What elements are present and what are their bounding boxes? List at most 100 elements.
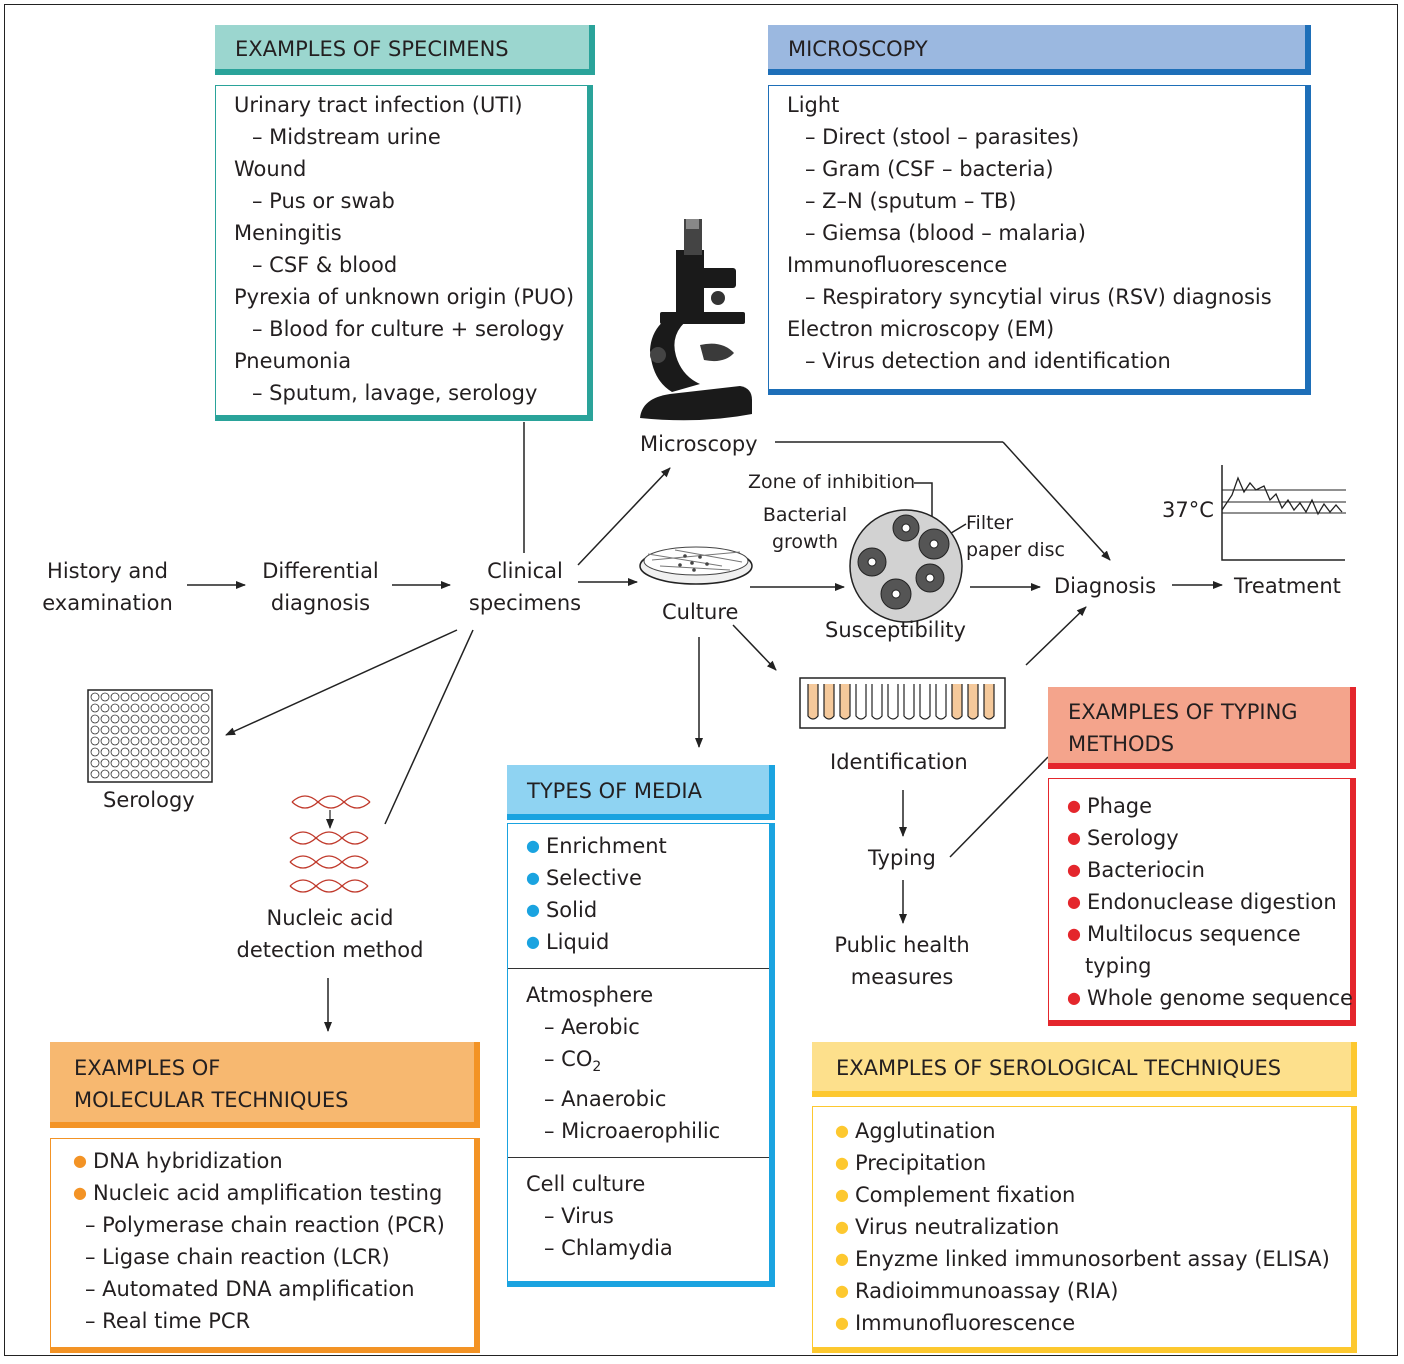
bullet-dot: ● (526, 868, 540, 887)
specimen-item: – CSF & blood (252, 253, 398, 277)
microscopy-item: – Direct (stool – parasites) (805, 125, 1080, 149)
microscopy-item: Immunofluorescence (787, 253, 1008, 277)
plate-well (200, 714, 210, 724)
plate-well (160, 725, 170, 735)
plate-well (170, 703, 180, 713)
susceptibility-plate-icon (849, 509, 963, 623)
media-bullet-item: ● Enrichment (526, 830, 751, 862)
serological-item-text: Agglutination (854, 1119, 996, 1143)
bullet-dot: ● (526, 836, 540, 855)
arrow-microscopy-to-diagnosis (1002, 441, 1111, 561)
plate-well (160, 703, 170, 713)
plate-well (190, 725, 200, 735)
plate-well (150, 714, 160, 724)
microscopy-item: – Giemsa (blood – malaria) (805, 221, 1086, 245)
plate-well (180, 692, 190, 702)
media-co2-text: – CO (544, 1047, 593, 1071)
molecular-header-line1: EXAMPLES OF (74, 1056, 221, 1080)
media-atmosphere-item: – Anaerobic (544, 1087, 667, 1112)
plate-well (130, 703, 140, 713)
line-typing-to-typing-methods (949, 756, 1049, 858)
typing-item: ●Endonuclease digestion (1067, 886, 1350, 918)
plate-well (200, 736, 210, 746)
plate-well (150, 703, 160, 713)
plate-well (130, 747, 140, 757)
label-filter-paper-disc: Filter paper disc (966, 510, 1065, 564)
plate-well (150, 692, 160, 702)
node-clinical-specimens: Clinical specimens (455, 555, 595, 619)
plate-well (120, 692, 130, 702)
plate-well (170, 736, 180, 746)
serological-item: ●Immunofluorescence (835, 1307, 1351, 1339)
serological-item-text: Precipitation (854, 1151, 987, 1175)
plate-well (150, 747, 160, 757)
plate-well (150, 736, 160, 746)
microscopy-item: Electron microscopy (EM) (787, 317, 1055, 341)
media-bullet-item-text: Enrichment (545, 834, 667, 858)
typing-item-text: Whole genome sequence (1086, 986, 1353, 1010)
plate-well (160, 736, 170, 746)
plate-well (160, 714, 170, 724)
bullet-dot: ● (526, 932, 540, 951)
plate-well (170, 747, 180, 757)
specimen-item: Meningitis (234, 221, 342, 245)
plate-well (200, 769, 210, 779)
plate-well (140, 769, 150, 779)
test-tube (807, 684, 819, 720)
serological-item: ●Enyzme linked immunosorbent assay (ELIS… (835, 1243, 1351, 1275)
plate-well (150, 769, 160, 779)
typing-list: ●Phage●Serology●Bacteriocin●Endonuclease… (1067, 790, 1353, 1014)
node-culture: Culture (662, 600, 739, 624)
bullet-dot: ● (1067, 828, 1081, 847)
label-filter-line1: Filter (966, 512, 1014, 534)
dna-helix-icon (289, 795, 371, 893)
plate-well (110, 736, 120, 746)
plate-well (170, 692, 180, 702)
typing-item: ●Bacteriocin (1067, 854, 1350, 886)
plate-well (140, 758, 150, 768)
arrow-culture-to-identification (732, 624, 777, 671)
plate-well (170, 714, 180, 724)
label-bacterial-line2: growth (771, 531, 839, 553)
serological-list: ●Agglutination●Precipitation●Complement … (835, 1115, 1351, 1339)
node-differential-line1: Differential (262, 559, 379, 583)
plate-well (200, 747, 210, 757)
node-microscopy: Microscopy (640, 432, 758, 456)
bullet-dot: ● (73, 1183, 87, 1202)
plate-well (100, 714, 110, 724)
test-tube (903, 684, 915, 720)
bullet-dot: ● (835, 1217, 849, 1236)
plate-well (120, 725, 130, 735)
plate-well (200, 692, 210, 702)
plate-well (100, 692, 110, 702)
plate-well (170, 758, 180, 768)
bullet-dot: ● (526, 900, 540, 919)
diagram-frame (4, 4, 1398, 1356)
plate-well (90, 714, 100, 724)
molecular-header-line2: MOLECULAR TECHNIQUES (74, 1088, 349, 1112)
arrow-clinical-to-microscopy (577, 467, 671, 566)
plate-well (200, 758, 210, 768)
plate-well (140, 703, 150, 713)
node-public-line1: Public health (834, 933, 970, 957)
media-bullet-item-text: Liquid (545, 930, 610, 954)
media-cell-culture-section: Cell culture – Virus – Chlamydia (508, 1157, 769, 1264)
plate-well (130, 736, 140, 746)
test-tube (887, 684, 899, 720)
media-bullet-item: ●Selective (526, 862, 751, 894)
bullet-dot: ● (835, 1313, 849, 1332)
plate-well (130, 714, 140, 724)
typing-item-text: Serology (1086, 826, 1179, 850)
bullet-dot: ● (835, 1121, 849, 1140)
label-zone-of-inhibition: Zone of inhibition (748, 471, 916, 493)
microtitre-plate-icon (87, 689, 213, 783)
serological-box: ●Agglutination●Precipitation●Complement … (812, 1106, 1357, 1353)
plate-well (120, 703, 130, 713)
plate-well (90, 758, 100, 768)
test-tube (983, 684, 995, 720)
media-atmosphere-section: Atmosphere – Aerobic – CO2 – Anaerobic –… (508, 968, 769, 1147)
molecular-bullet-item-text: Nucleic acid amplification testing (92, 1181, 443, 1205)
typing-item-text: Endonuclease digestion (1086, 890, 1337, 914)
microscopy-item: – Virus detection and identification (805, 349, 1171, 373)
plate-well (160, 758, 170, 768)
